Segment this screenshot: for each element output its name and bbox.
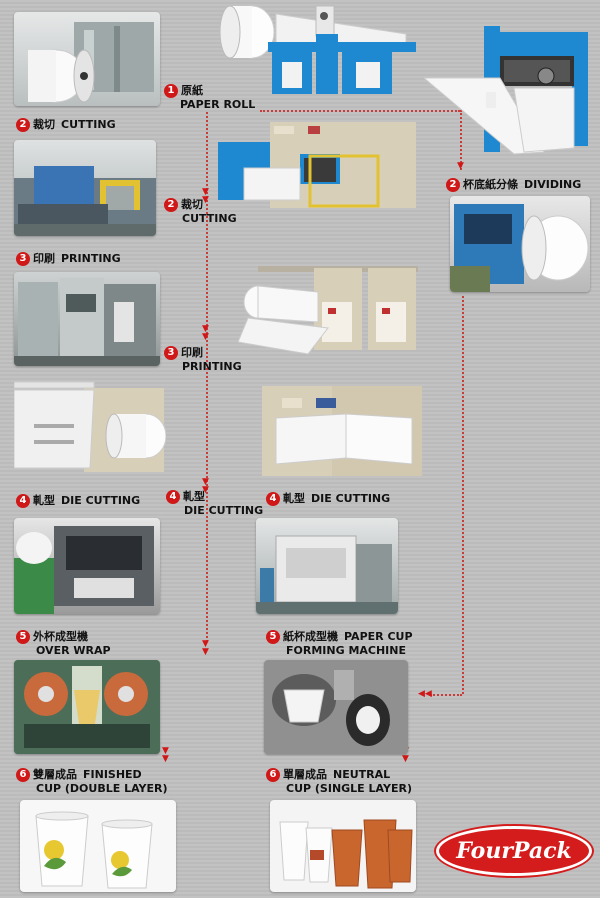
paper-roll-machine-illustration [216, 4, 428, 104]
flow-line-center [206, 112, 208, 642]
step-6-left-number: 6 [16, 768, 30, 782]
step-1-cn: 原紙 [181, 84, 203, 97]
step-5-left-cn: 外杯成型機 [33, 630, 88, 643]
step-3-center-cn: 印刷 [181, 346, 203, 359]
step-4-right-en: DIE CUTTING [311, 492, 391, 505]
forming-machine-photo [264, 660, 408, 754]
arrow-down-3: ▼▼ [202, 477, 209, 495]
step-6-right-en: NEUTRAL [333, 768, 391, 781]
step-4-center-cn: 軋型 [183, 490, 205, 503]
step-3-left-cn: 印刷 [33, 252, 55, 265]
step-5-left-number: 5 [16, 630, 30, 644]
step-4-center-en: DIE CUTTING [184, 504, 264, 517]
step-1-en: PAPER ROLL [180, 98, 256, 111]
step-5-right-en2: FORMING MACHINE [286, 644, 406, 657]
step-2-right-en: DIVIDING [524, 178, 582, 191]
flow-line-right-lower [462, 296, 464, 694]
over-wrap-photo [14, 660, 160, 754]
fourpack-logo: FourPack [436, 826, 592, 876]
paper-roll-photo [14, 12, 160, 106]
step-3-left-en: PRINTING [61, 252, 121, 265]
arrow-down-right: ▼ [457, 161, 464, 171]
cutting-machine-illustration [214, 120, 418, 212]
step-5-right-en: PAPER CUP [344, 630, 413, 643]
step-4-left-number: 4 [16, 494, 30, 508]
step-6-left-cn: 雙層成品 [33, 768, 77, 781]
dividing-photo [450, 196, 590, 292]
flow-line-top-right [260, 110, 460, 112]
step-5-right-cn: 紙杯成型機 [283, 630, 338, 643]
step-2-right-number: 2 [446, 178, 460, 192]
step-4-right-cn: 軋型 [283, 492, 305, 505]
step-6-left-en2: CUP (DOUBLE LAYER) [36, 782, 168, 795]
step-6-right-en2: CUP (SINGLE LAYER) [286, 782, 412, 795]
step-2-center-cn: 裁切 [181, 198, 203, 211]
die-cutting-right-photo [256, 518, 398, 614]
arrow-down-1: ▼▼ [202, 187, 209, 205]
double-layer-cups-photo [20, 800, 176, 892]
flow-line-to-forming [430, 694, 462, 696]
arrow-down-2: ▼▼ [202, 324, 209, 342]
step-4-right-number: 4 [266, 492, 280, 506]
step-6-left-en: FINISHED [83, 768, 142, 781]
dividing-machine-illustration [422, 22, 592, 158]
arrow-down-4: ▼▼ [202, 639, 209, 657]
step-4-left-en: DIE CUTTING [61, 494, 141, 507]
arrow-left-forming: ◀◀ [418, 689, 432, 699]
arrow-down-5: ▼▼ [162, 746, 169, 764]
die-cutting-left-photo [14, 518, 160, 614]
step-2-center-number: 2 [164, 198, 178, 212]
step-1-number: 1 [164, 84, 178, 98]
printing-machine-illustration [237, 262, 422, 356]
single-layer-cups-photo [270, 800, 416, 892]
step-2-left-cn: 裁切 [33, 118, 55, 131]
die-cutting-right-illustration [262, 384, 424, 480]
step-6-right-number: 6 [266, 768, 280, 782]
step-6-right-cn: 單層成品 [283, 768, 327, 781]
flow-line-right [460, 110, 462, 170]
step-3-center-en: PRINTING [182, 360, 242, 373]
step-2-left-en: CUTTING [61, 118, 116, 131]
printing-photo [14, 272, 160, 366]
step-5-left-en: OVER WRAP [36, 644, 111, 657]
logo-text: FourPack [456, 838, 572, 864]
cutting-photo [14, 140, 156, 236]
step-2-right-cn: 杯底紙分條 [463, 178, 518, 191]
step-3-center-number: 3 [164, 346, 178, 360]
step-5-right-number: 5 [266, 630, 280, 644]
step-2-left-number: 2 [16, 118, 30, 132]
step-4-center-number: 4 [166, 490, 180, 504]
step-2-center-en: CUTTING [182, 212, 237, 225]
step-4-left-cn: 軋型 [33, 494, 55, 507]
die-cutting-left-illustration [13, 380, 167, 480]
step-3-left-number: 3 [16, 252, 30, 266]
